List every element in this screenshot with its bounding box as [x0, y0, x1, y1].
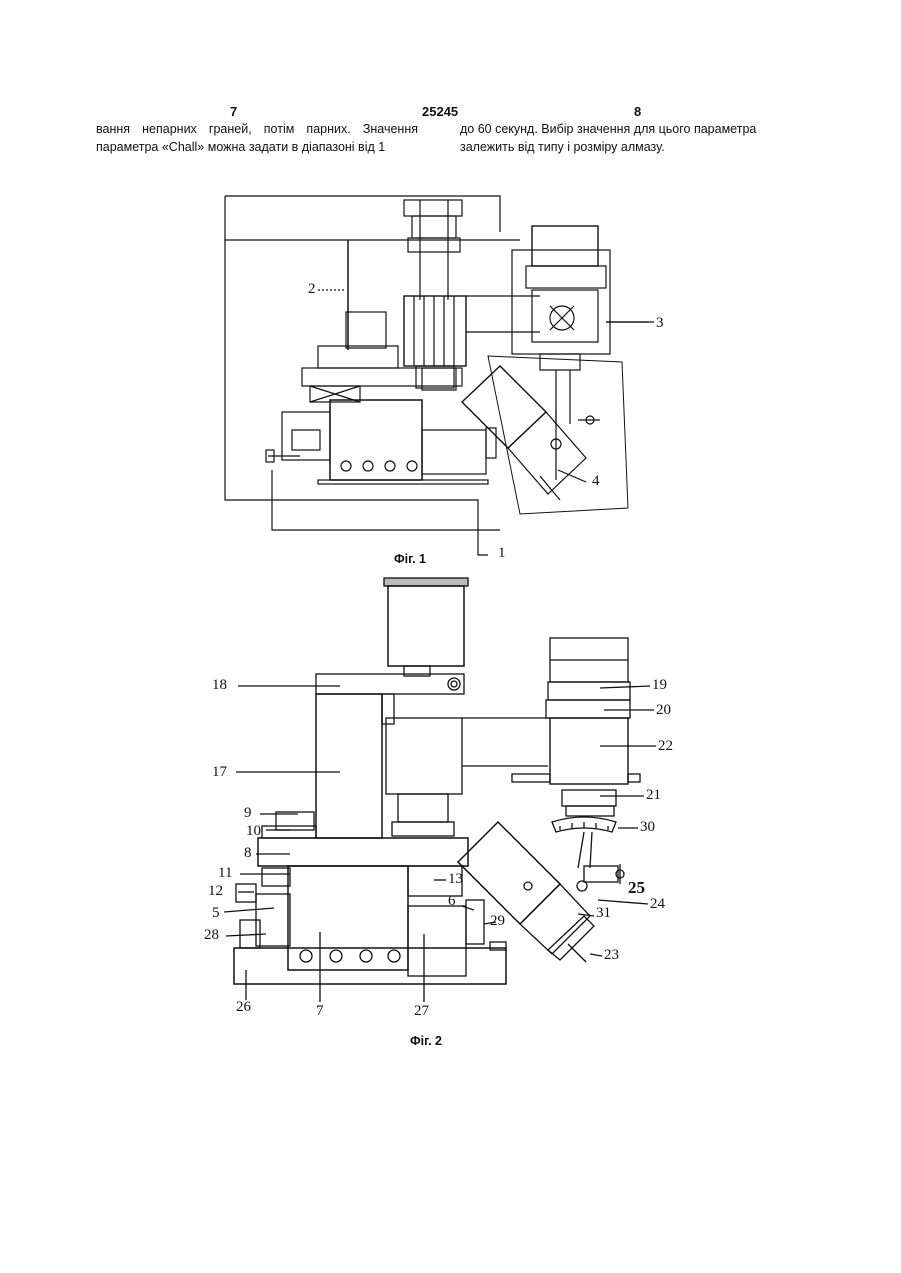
- figure-2-caption: Фіг. 2: [410, 1034, 442, 1048]
- callout-5: 5: [212, 906, 220, 921]
- callout-20: 20: [656, 703, 671, 718]
- callout-24: 24: [650, 897, 665, 912]
- callout-21: 21: [646, 788, 661, 803]
- callout-9: 9: [244, 806, 252, 821]
- callout-25: 25: [628, 880, 645, 895]
- callout-12: 12: [208, 884, 223, 899]
- callout-29: 29: [490, 914, 505, 929]
- callout-22: 22: [658, 739, 673, 754]
- callout-11: 11: [218, 866, 232, 881]
- callout-27: 27: [414, 1004, 429, 1019]
- callout-13: 13: [448, 872, 463, 887]
- callout-28: 28: [204, 928, 219, 943]
- callout-31: 31: [596, 906, 611, 921]
- callout-7: 7: [316, 1004, 324, 1019]
- callout-10: 10: [246, 824, 261, 839]
- callout-30: 30: [640, 820, 655, 835]
- callout-23: 23: [604, 948, 619, 963]
- callout-26: 26: [236, 1000, 251, 1015]
- callout-8: 8: [244, 846, 252, 861]
- callout-6: 6: [448, 894, 456, 909]
- callout-19: 19: [652, 678, 667, 693]
- callout-18: 18: [212, 678, 227, 693]
- callout-17: 17: [212, 765, 227, 780]
